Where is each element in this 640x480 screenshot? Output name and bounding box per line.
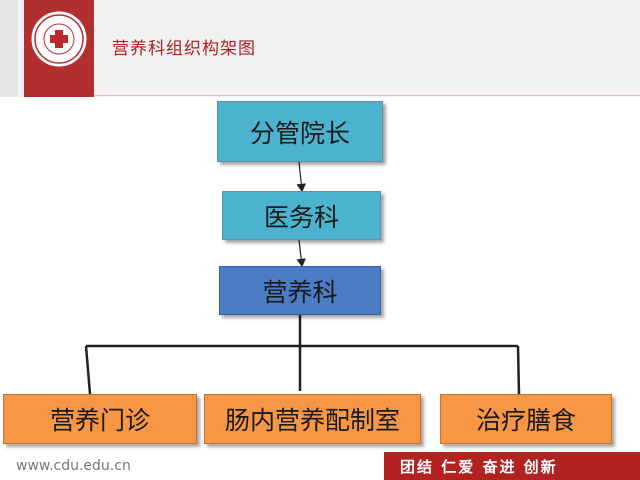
node-nutrition-dept-label: 营养科	[262, 277, 338, 307]
node-nutrition-dept: 营养科	[219, 266, 381, 315]
hospital-seal-icon	[31, 11, 87, 67]
page-title: 营养科组织构架图	[112, 39, 256, 59]
node-medical-affairs-label: 医务科	[263, 202, 339, 232]
drop-right	[516, 345, 521, 395]
node-enteral-prep-room-label: 肠内营养配制室	[224, 406, 400, 435]
header-stripe	[0, 0, 18, 97]
node-vice-president-label: 分管院长	[249, 118, 350, 148]
node-vice-president: 分管院长	[217, 101, 383, 162]
footer-url: www.cdu.edu.cn	[16, 458, 131, 474]
node-nutrition-clinic: 营养门诊	[3, 394, 197, 444]
node-enteral-prep-room: 肠内营养配制室	[204, 394, 421, 444]
arrow-l1-l2	[296, 161, 307, 193]
node-therapeutic-diet-label: 治疗膳食	[475, 406, 576, 435]
header-divider	[94, 95, 640, 96]
drop-left	[84, 345, 92, 395]
node-medical-affairs: 医务科	[222, 191, 381, 240]
footer-slogan-bar	[384, 452, 640, 480]
footer-slogan: 团结 仁爱 奋进 创新	[400, 458, 558, 476]
node-nutrition-clinic-label: 营养门诊	[49, 406, 150, 435]
node-therapeutic-diet: 治疗膳食	[440, 394, 612, 444]
slide-header	[0, 0, 640, 97]
arrow-l2-l3	[296, 239, 306, 268]
